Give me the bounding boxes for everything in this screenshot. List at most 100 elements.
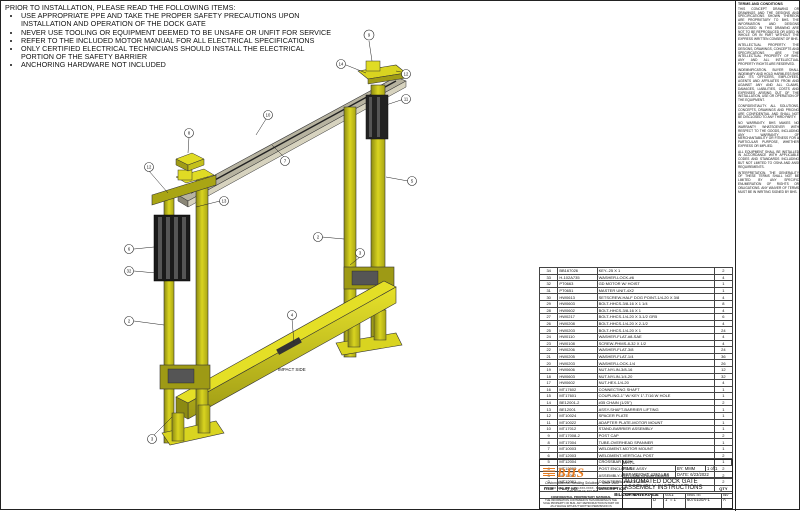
- notes-list: USE APPROPRIATE PPE AND TAKE THE PROPER …: [5, 11, 335, 69]
- bom-cell-qty: 2: [713, 398, 734, 407]
- bom-cell-desc: BOLT-HHCS-1/4-20 X 1: [596, 326, 715, 334]
- bom-cell-part: HW0110: [557, 332, 598, 341]
- bom-cell-part: MT17601: [557, 392, 598, 400]
- balloon-label: 4: [291, 313, 294, 318]
- bom-cell-part: HW0603: [557, 372, 598, 381]
- bom-cell-item: 28: [538, 306, 559, 315]
- bom-cell-item: 27: [538, 313, 559, 321]
- bom-cell-qty: 4: [713, 293, 734, 301]
- bom-cell-part: HW0203: [557, 326, 598, 334]
- bom-cell-desc: BOLT-HHCS-3/8-16 X 1 1/4: [596, 299, 715, 308]
- bom-cell-item: 18: [538, 372, 559, 381]
- bom-cell-qty: 4: [713, 319, 734, 328]
- terms-paragraph: INDEMNIFICATION. BUYER SHALL INDEMNIFY A…: [738, 67, 799, 103]
- bom-cell-item: 7: [538, 445, 559, 453]
- bom-cell-qty: 8: [713, 299, 734, 308]
- title-line-1: AUTOMATED DOCK GATE: [624, 479, 698, 485]
- bom-cell-part: BB167026: [557, 267, 598, 275]
- bom-cell-qty: 1: [713, 385, 734, 394]
- est-weight: EST WEIGHT: 1252 LBS: [623, 472, 670, 477]
- left-front-post: [151, 168, 225, 446]
- bom-cell-qty: 24: [713, 346, 734, 354]
- approved-label: APPROVED BY:: [623, 494, 643, 497]
- dwg-label: DRWG. NO.: [687, 494, 702, 497]
- terms-paragraph: INTELLECTUAL PROPERTY. THE DESIGNS, DRAW…: [738, 42, 799, 66]
- rev-value: A: [723, 497, 726, 502]
- by-label: BY:: [677, 466, 684, 471]
- fin-cell: FIN'L: [622, 466, 676, 471]
- weight-row: EST WEIGHT: 1252 LBS DATE: 6/23/2022: [622, 472, 732, 478]
- balloon-label: 10: [266, 113, 271, 118]
- bom-cell-item: 20: [538, 359, 559, 367]
- size-value: D: [653, 497, 657, 502]
- bom-cell-qty: 2: [713, 431, 734, 440]
- sheet-cell: 1 of 1: [706, 466, 732, 471]
- mat-cell: MAT'L: [622, 460, 732, 465]
- bom-cell-part: H-102A735: [557, 273, 598, 282]
- terms-paragraph: ALL EQUIPMENT SHALL BE INSTALLED IN ACCO…: [738, 149, 799, 169]
- balloon-label: 3: [359, 251, 362, 256]
- bom-cell-part: HW0108: [557, 339, 598, 348]
- balloon-label: 14: [339, 62, 344, 67]
- date-label: DATE:: [677, 472, 690, 477]
- bom-cell-item: 12: [538, 412, 559, 420]
- rev-label: REV: [723, 494, 729, 497]
- bom-cell-desc: WASHER-FLAT-#8-SAE: [596, 332, 715, 341]
- by-value: MMM: [684, 466, 696, 471]
- bom-cell-desc: BOLT-HHCS-1/4-20 X 3-1/2 GR5: [596, 313, 715, 321]
- company-address: P.O. BOX 6464 · TEL 1-800-XXX-XXXX · 646…: [544, 486, 620, 494]
- callout-balloons: [133, 40, 409, 436]
- logo-stripes: [543, 468, 555, 476]
- bom-cell-part: BE12001-2: [557, 398, 598, 407]
- impact-side-label: IMPACT SIDE: [278, 367, 306, 372]
- exploded-post-cap: [175, 152, 205, 172]
- bom-cell-desc: COUPLING-1" W/ KEY 1"-T/16 W HOLE: [596, 392, 715, 400]
- bom-cell-qty: 1: [713, 438, 734, 447]
- bom-cell-item: 31: [538, 286, 559, 295]
- balloon-circles: [124, 29, 417, 444]
- bom-cell-item: 8: [538, 438, 559, 447]
- bom-cell-part: MT17012: [557, 425, 598, 433]
- balloon-label: 8: [188, 131, 191, 136]
- balloon-label: 6: [128, 247, 131, 252]
- bom-cell-qty: 24: [713, 326, 734, 334]
- bom-cell-desc: TUBE-OVERHEAD SPANNER: [596, 438, 715, 447]
- notes-heading: PRIOR TO INSTALLATION, PLEASE READ THE F…: [5, 3, 236, 12]
- bom-cell-desc: ADAPTER PLATE-MOTOR MOUNT: [596, 418, 715, 427]
- bom-cell-part: HW0208: [557, 319, 598, 328]
- balloon-label: 11: [404, 97, 409, 102]
- note-item: USE APPROPRIATE PPE AND TAKE THE PROPER …: [21, 11, 335, 28]
- bom-cell-qty: 2: [713, 451, 734, 460]
- bom-cell-desc: SCREW-PHMS-8-32 X 1/2: [596, 339, 715, 348]
- terms-paragraph: NO WARRANTY. BHS MAKES NO WARRANTY WHATS…: [738, 121, 799, 148]
- bom-cell-qty: 4: [713, 332, 734, 341]
- bom-cell-item: 25: [538, 326, 559, 334]
- installation-notes: PRIOR TO INSTALLATION, PLEASE READ THE F…: [5, 3, 335, 70]
- title-block: BHS Custom Material Handling Solutions ·…: [539, 459, 733, 511]
- bom-cell-part: MT17602: [557, 385, 598, 394]
- bom-cell-desc: ASSY-SHAFT-BARRIER LIFTING: [596, 405, 715, 414]
- bom-cell-part: MT10003: [557, 445, 598, 453]
- bom-cell-qty: 1: [713, 405, 734, 414]
- bom-cell-item: 24: [538, 332, 559, 341]
- bom-cell-desc: WELDMENT-MOTOR MOUNT: [596, 445, 715, 453]
- fin-label: FIN'L: [623, 466, 633, 471]
- bom-cell-item: 6: [538, 451, 559, 460]
- bom-cell-desc: NUT-HEX-1/4-20: [596, 379, 715, 387]
- dwg-cell: DRWG. NO. 6070100A-1: [686, 494, 722, 508]
